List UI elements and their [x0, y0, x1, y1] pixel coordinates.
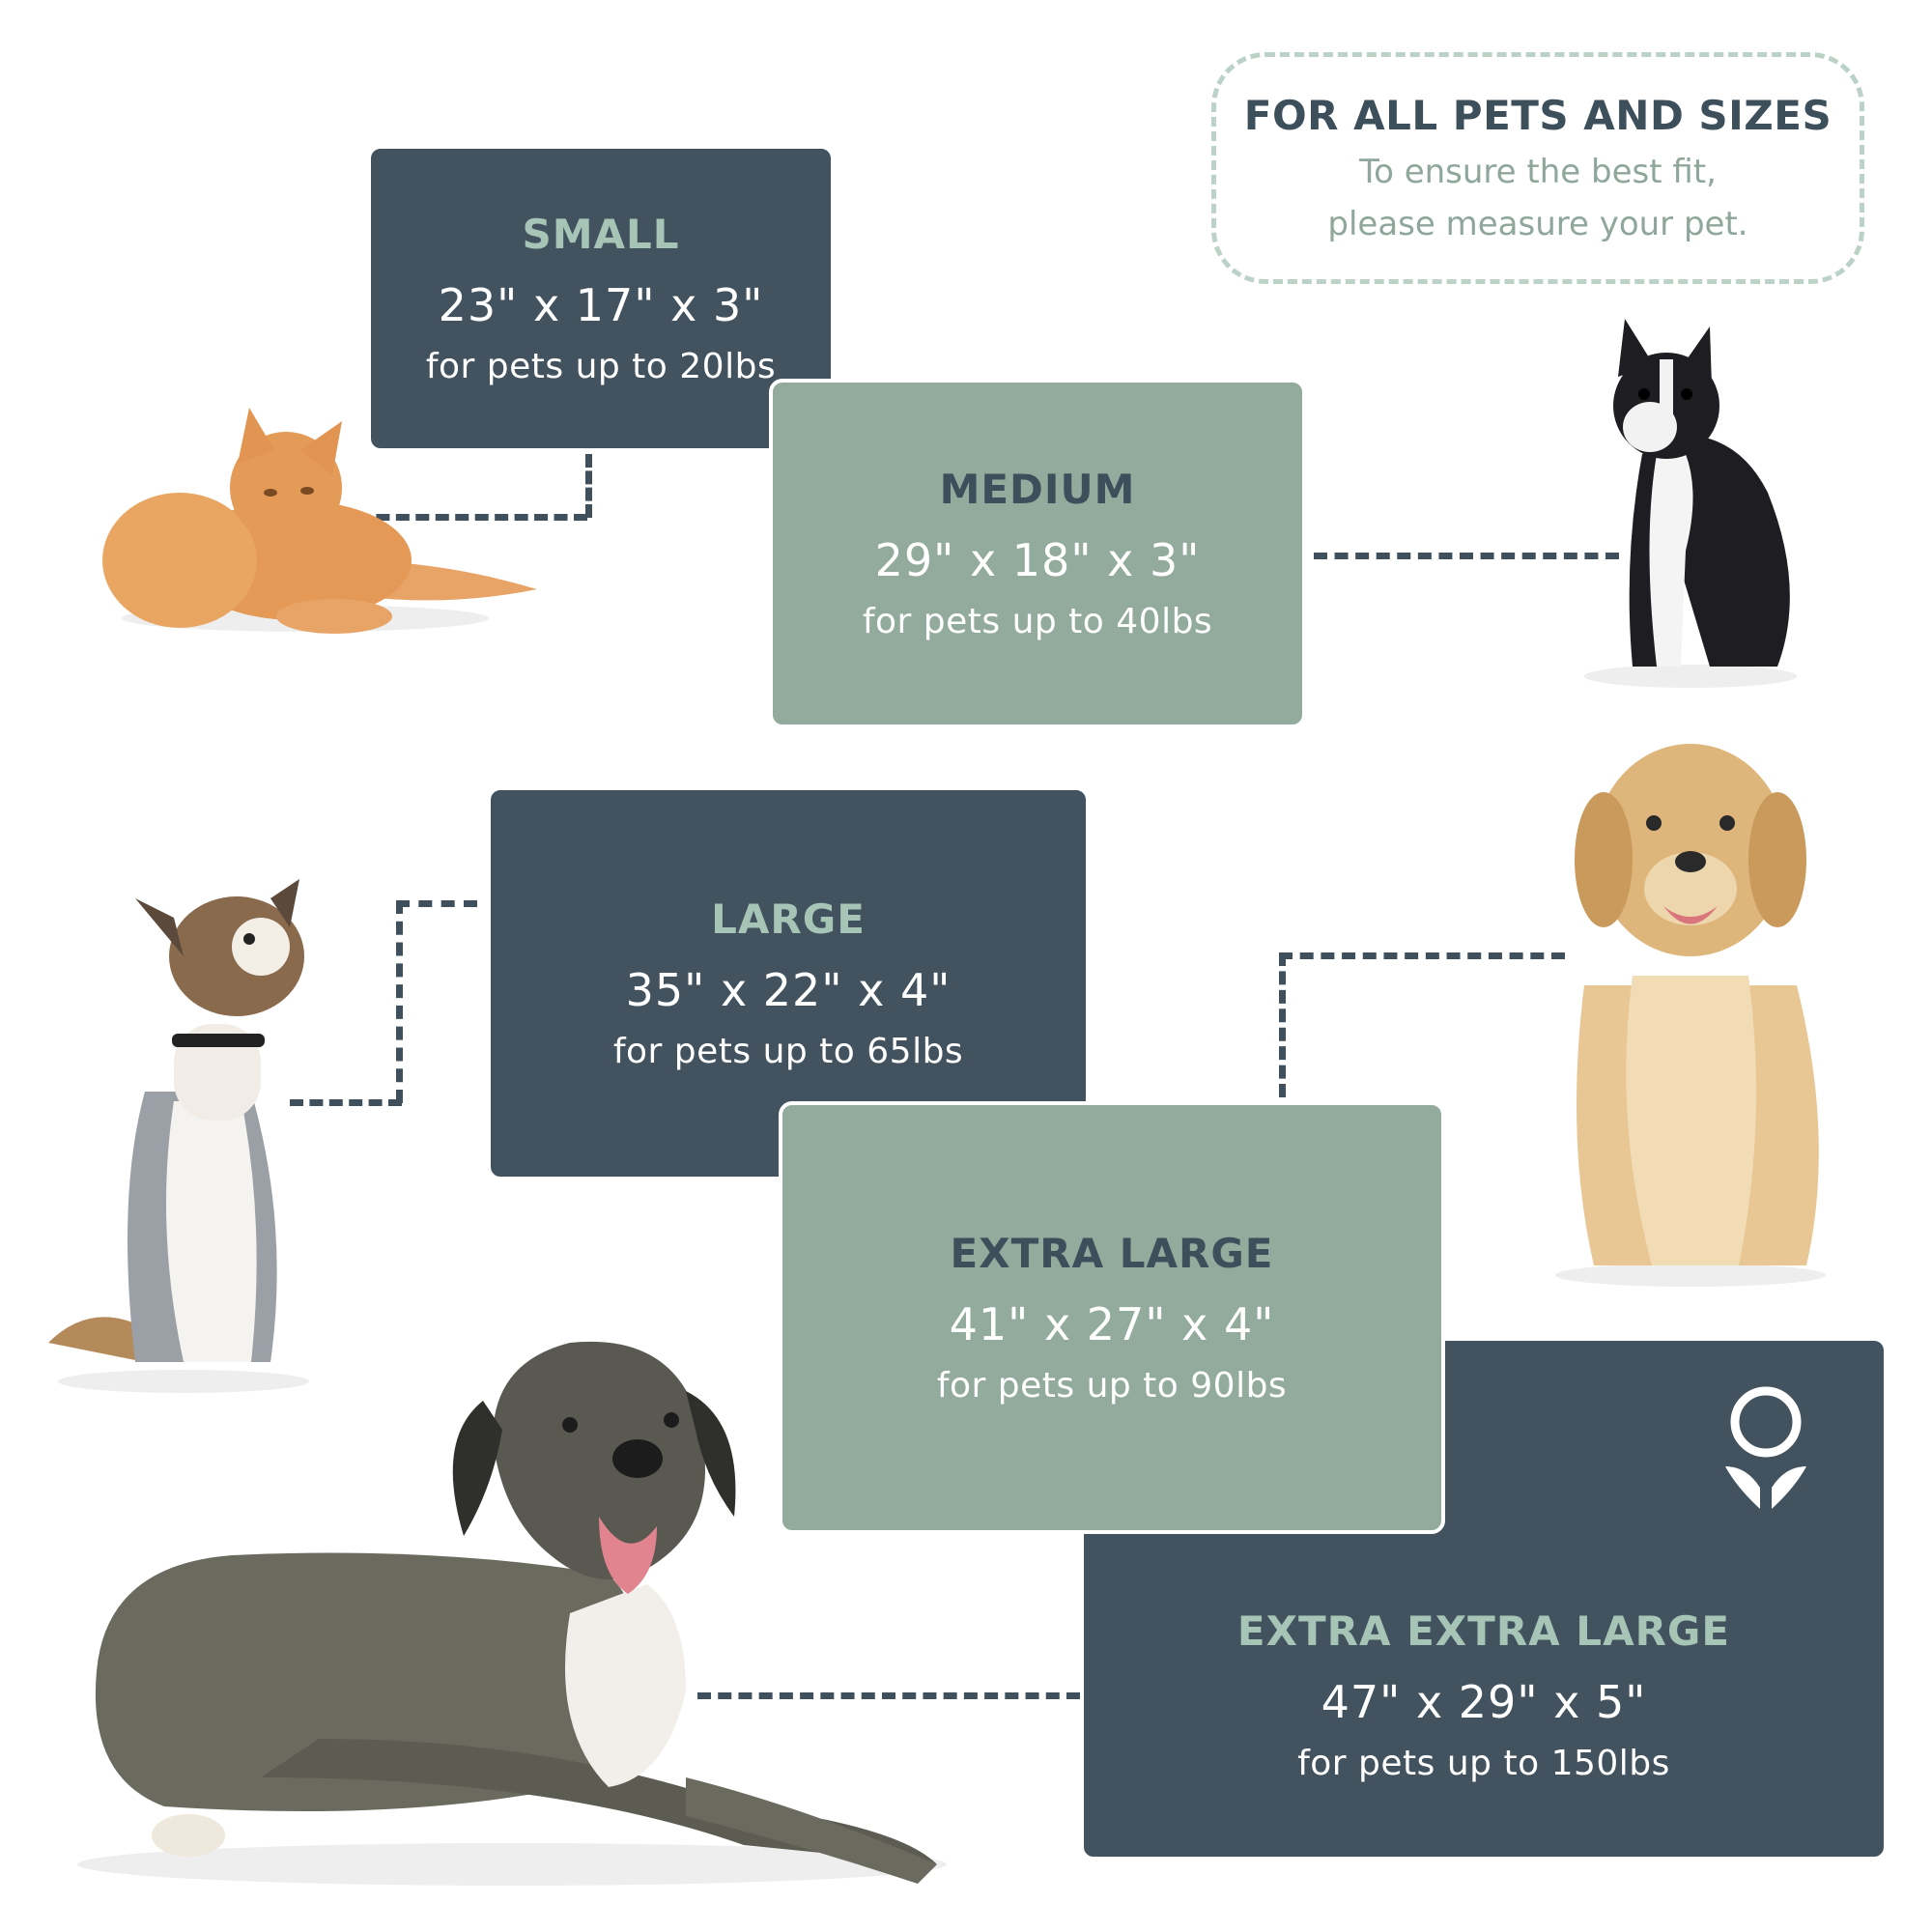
size-title: SMALL	[522, 211, 680, 258]
australian-shepherd-illustration	[48, 879, 309, 1393]
size-weight-limit: for pets up to 90lbs	[936, 1366, 1288, 1406]
size-card-medium: MEDIUM 29" x 18" x 3" for pets up to 40l…	[769, 379, 1306, 728]
info-callout: FOR ALL PETS AND SIZES To ensure the bes…	[1211, 52, 1864, 284]
size-dimensions: 47" x 29" x 5"	[1321, 1676, 1647, 1728]
info-line-2: please measure your pet.	[1327, 205, 1748, 243]
info-title: FOR ALL PETS AND SIZES	[1243, 92, 1833, 139]
connector-small-vertical	[585, 454, 592, 518]
connector-large-vertical	[396, 900, 403, 1103]
size-dimensions: 41" x 27" x 4"	[949, 1298, 1275, 1350]
size-weight-limit: for pets up to 65lbs	[612, 1032, 964, 1071]
size-weight-limit: for pets up to 40lbs	[862, 602, 1213, 641]
size-title: MEDIUM	[939, 466, 1136, 513]
info-line-1: To ensure the best fit,	[1359, 153, 1717, 191]
size-dimensions: 35" x 22" x 4"	[625, 964, 952, 1016]
connector-xl-top	[1279, 952, 1565, 959]
size-title: LARGE	[711, 895, 866, 943]
size-title: EXTRA LARGE	[950, 1230, 1274, 1277]
size-weight-limit: for pets up to 150lbs	[1297, 1744, 1670, 1783]
connector-large-top	[396, 900, 477, 907]
size-dimensions: 29" x 18" x 3"	[874, 534, 1201, 586]
size-weight-limit: for pets up to 20lbs	[425, 347, 777, 386]
size-dimensions: 23" x 17" x 3"	[438, 279, 764, 331]
size-card-extra-large: EXTRA LARGE 41" x 27" x 4" for pets up t…	[779, 1101, 1445, 1534]
cat-illustration	[102, 408, 537, 634]
connector-small	[317, 514, 587, 521]
brand-logo-icon	[1725, 1386, 1806, 1509]
connector-large-bottom	[290, 1099, 402, 1106]
size-card-small: SMALL 23" x 17" x 3" for pets up to 20lb…	[367, 145, 835, 452]
connector-medium	[1314, 553, 1619, 559]
golden-retriever-illustration	[1555, 744, 1826, 1287]
size-title: EXTRA EXTRA LARGE	[1236, 1607, 1731, 1655]
great-dane-illustration	[77, 1341, 947, 1886]
connector-xl-vertical	[1279, 952, 1286, 1097]
boston-terrier-illustration	[1584, 319, 1797, 688]
connector-xxl	[697, 1692, 1080, 1699]
